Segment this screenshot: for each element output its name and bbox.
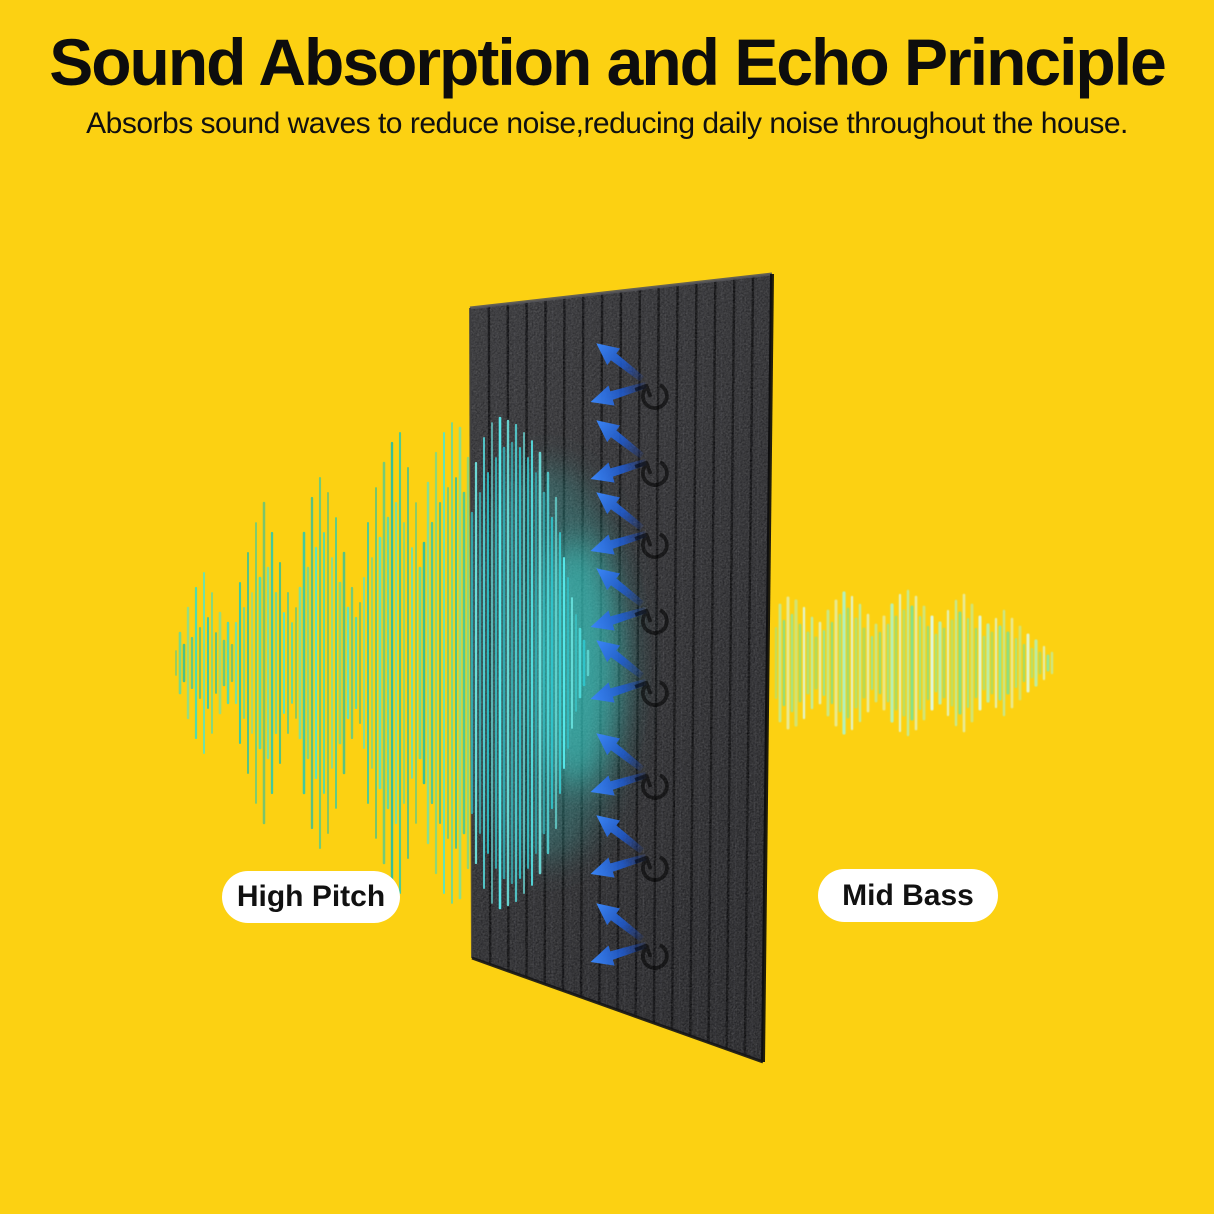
high-pitch-label: High Pitch xyxy=(222,871,400,923)
mid-bass-waveform xyxy=(774,589,1054,737)
absorption-glow-inner xyxy=(533,538,617,788)
high-pitch-label-text: High Pitch xyxy=(236,880,386,913)
mid-bass-label: Mid Bass xyxy=(818,869,998,922)
high-pitch-waveform xyxy=(175,416,590,910)
page-title: Sound Absorption and Echo Principle xyxy=(49,25,1167,99)
page-subtitle: Absorbs sound waves to reduce noise,redu… xyxy=(86,106,1128,140)
header: Sound Absorption and Echo Principle Abso… xyxy=(0,26,1214,141)
mid-bass-label-text: Mid Bass xyxy=(842,878,974,912)
